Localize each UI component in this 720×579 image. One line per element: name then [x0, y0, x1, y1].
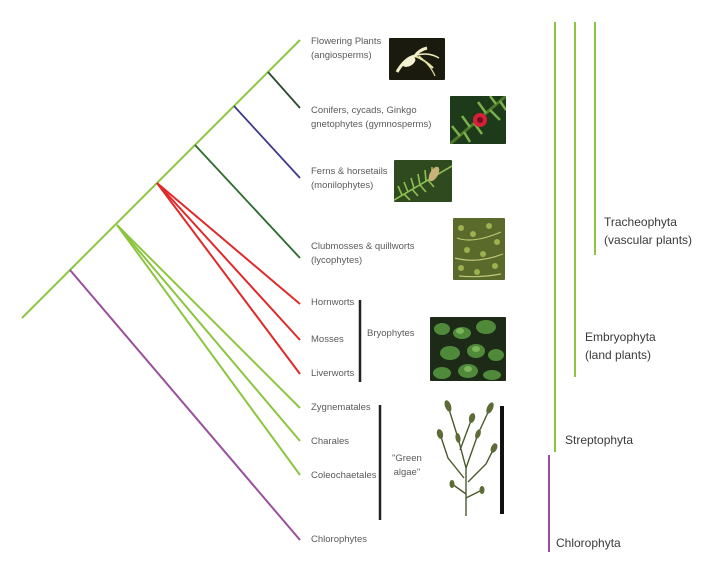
taxon-gymnosperms-name: Conifers, cycads, Ginkgo [311, 105, 417, 116]
bryophyte-photo [430, 317, 506, 381]
branch-chlorophytes [69, 269, 301, 541]
fern-photo [394, 160, 452, 202]
branch-main-spine [21, 39, 301, 319]
lycophyte-photo [453, 218, 505, 280]
taxon-lycophytes: Clubmosses & quillworts (lycophytes) [311, 240, 414, 268]
branch-coleochaetales [116, 224, 301, 476]
taxon-gymnosperms-sub: gnetophytes (gymnosperms) [311, 119, 432, 130]
branch-gymnosperms [267, 71, 301, 109]
taxon-charales: Charales [311, 436, 350, 447]
clade-tracheophyta-name: Tracheophyta [604, 215, 677, 229]
branch-ferns [233, 105, 301, 179]
taxon-angiosperms-sub: (angiosperms) [311, 50, 372, 61]
branch-lycophytes [194, 144, 301, 259]
taxon-lycophytes-name: Clubmosses & quillworts [311, 241, 415, 252]
clade-tracheophyta: Tracheophyta (vascular plants) [604, 213, 692, 249]
clade-embryophyta: Embryophyta (land plants) [585, 328, 656, 364]
clade-chlorophyta: Chlorophyta [556, 536, 621, 550]
taxon-lycophytes-sub: (lycophytes) [311, 255, 363, 266]
taxon-chlorophytes: Chlorophytes [311, 534, 367, 545]
taxon-monilophytes-sub: (monilophytes) [311, 180, 374, 191]
green-algae-label-line2: algae" [393, 467, 421, 478]
branch-liverworts [156, 182, 301, 375]
branch-hornworts [156, 182, 301, 305]
clade-embryophyta-name: Embryophyta [585, 330, 656, 344]
green-algae-photo [430, 398, 506, 518]
bryophytes-label: Bryophytes [367, 328, 415, 339]
taxon-mosses: Mosses [311, 334, 344, 345]
branch-charales [116, 224, 301, 442]
clade-tracheophyta-sub: (vascular plants) [604, 233, 693, 247]
branch-zygnematales [116, 224, 301, 409]
taxon-monilophytes-name: Ferns & horsetails [311, 166, 388, 177]
branch-mosses [156, 182, 301, 341]
green-algae-label: "Green algae" [392, 452, 422, 480]
taxon-zygnematales: Zygnematales [311, 402, 371, 413]
taxon-angiosperms: Flowering Plants (angiosperms) [311, 35, 381, 63]
taxon-gymnosperms: Conifers, cycads, Ginkgo gnetophytes (gy… [311, 104, 431, 132]
taxon-coleochaetales: Coleochaetales [311, 470, 377, 481]
angiosperm-photo [389, 38, 445, 80]
taxon-hornworts: Hornworts [311, 297, 355, 308]
green-algae-label-line1: "Green [392, 453, 422, 464]
taxon-monilophytes: Ferns & horsetails (monilophytes) [311, 165, 388, 193]
taxon-angiosperms-name: Flowering Plants [311, 36, 382, 47]
clade-streptophyta: Streptophyta [565, 433, 634, 447]
clade-embryophyta-sub: (land plants) [585, 348, 652, 362]
taxon-liverworts: Liverworts [311, 368, 355, 379]
gymnosperm-photo [450, 96, 506, 144]
